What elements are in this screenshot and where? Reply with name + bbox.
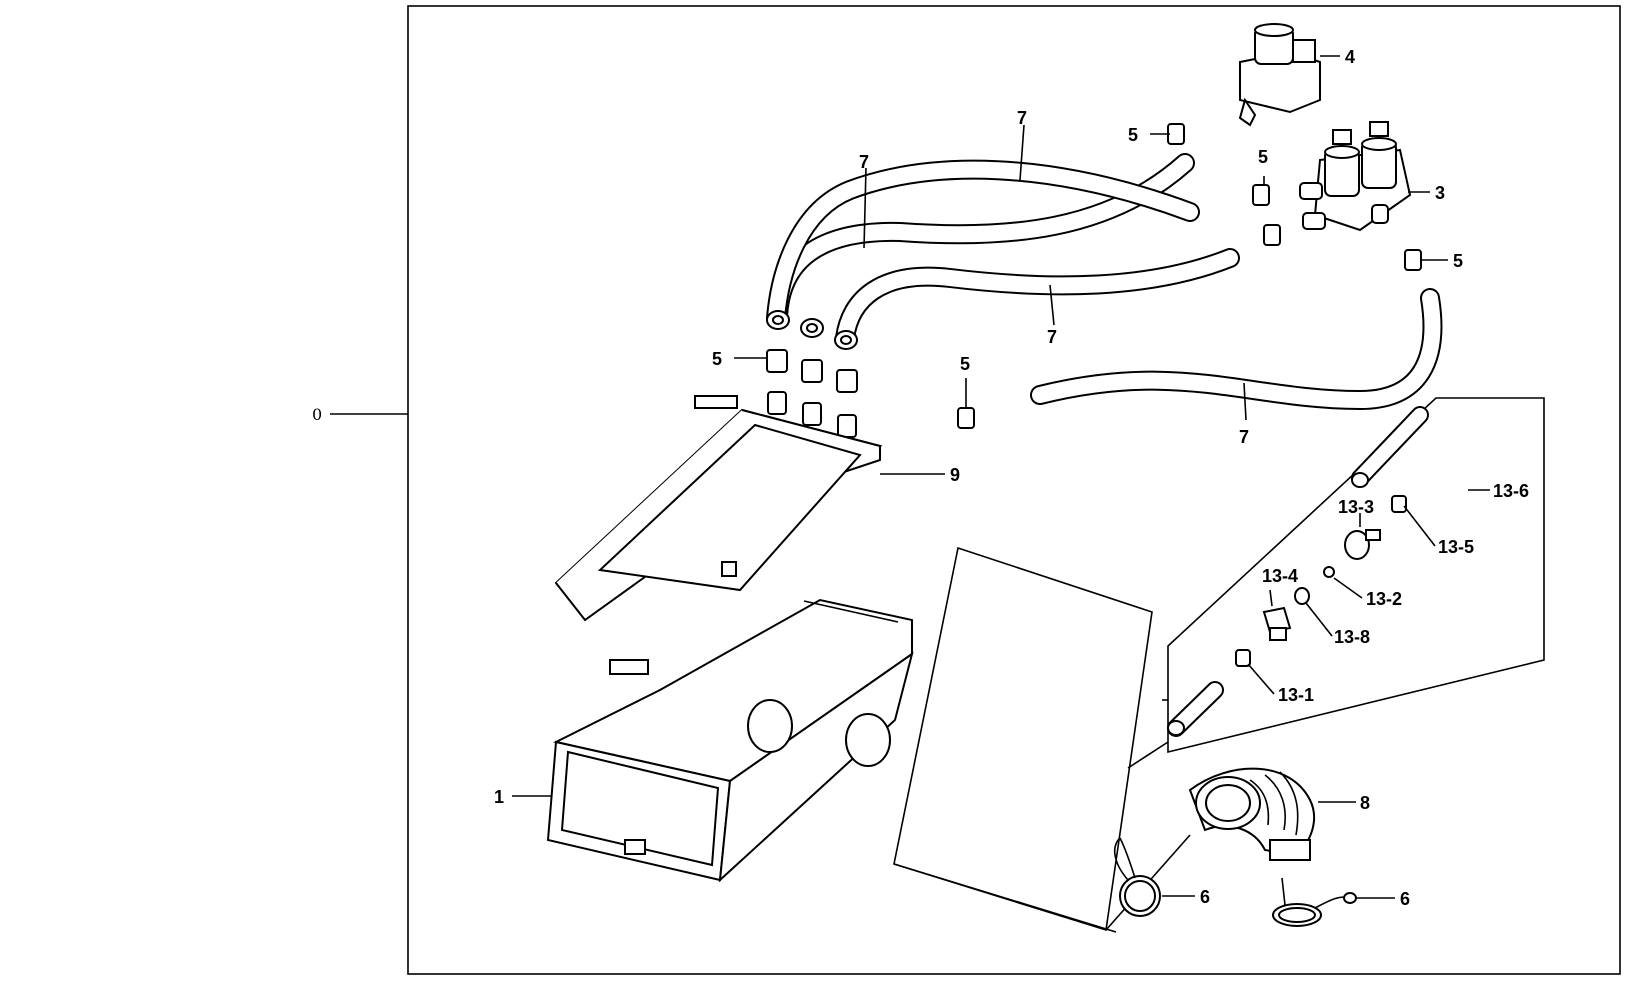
drawer-cover [554,395,883,622]
outline-box-center [893,546,1153,932]
label-clamp-e: 5 [960,354,970,374]
spring-clamp-right [1272,877,1357,927]
label-water-valve-single: 4 [1345,47,1355,67]
outline-box-kit [1167,397,1545,754]
label-kit-13-2: 13-2 [1366,589,1402,609]
hose-mid [835,248,1240,348]
label-water-valve-dual: 3 [1435,183,1445,203]
bellows [1188,767,1315,861]
label-clamp-a: 5 [1128,125,1138,145]
clamp-icons [766,123,1422,429]
water-valve-single [1238,23,1321,127]
label-kit-13-5: 13-5 [1438,537,1474,557]
diagram-frame [407,5,1621,975]
water-valve-dual [1299,121,1412,232]
label-spring-clamp-right: 6 [1400,889,1410,909]
label-clamp-c: 5 [1453,251,1463,271]
hose-end-fittings [766,310,858,438]
hose-mid-left [766,159,1200,328]
label-hose-mid-left: 7 [859,152,869,172]
label-clamp-d: 5 [712,349,722,369]
label-kit-13-1: 13-1 [1278,685,1314,705]
label-cover: 9 [950,465,960,485]
hose-bottom [1030,288,1443,411]
label-clamp-b: 5 [1258,147,1268,167]
spring-clamp-left [1113,837,1161,917]
kit-13-parts [1162,406,1429,737]
label-hose-mid: 7 [1047,327,1057,347]
label-kit-13-6: 13-6 [1493,481,1529,501]
drawer-housing [546,598,914,883]
label-kit-13-4: 13-4 [1262,566,1298,586]
label-kit-13-3: 13-3 [1338,497,1374,517]
label-drawer-housing: 1 [494,787,504,807]
label-spring-clamp-left: 6 [1200,887,1210,907]
label-bellows: 8 [1360,793,1370,813]
label-hose-bottom: 7 [1239,427,1249,447]
label-assembly: 0 [312,405,322,424]
label-hose-top: 7 [1017,108,1027,128]
label-kit-13-8: 13-8 [1334,627,1370,647]
